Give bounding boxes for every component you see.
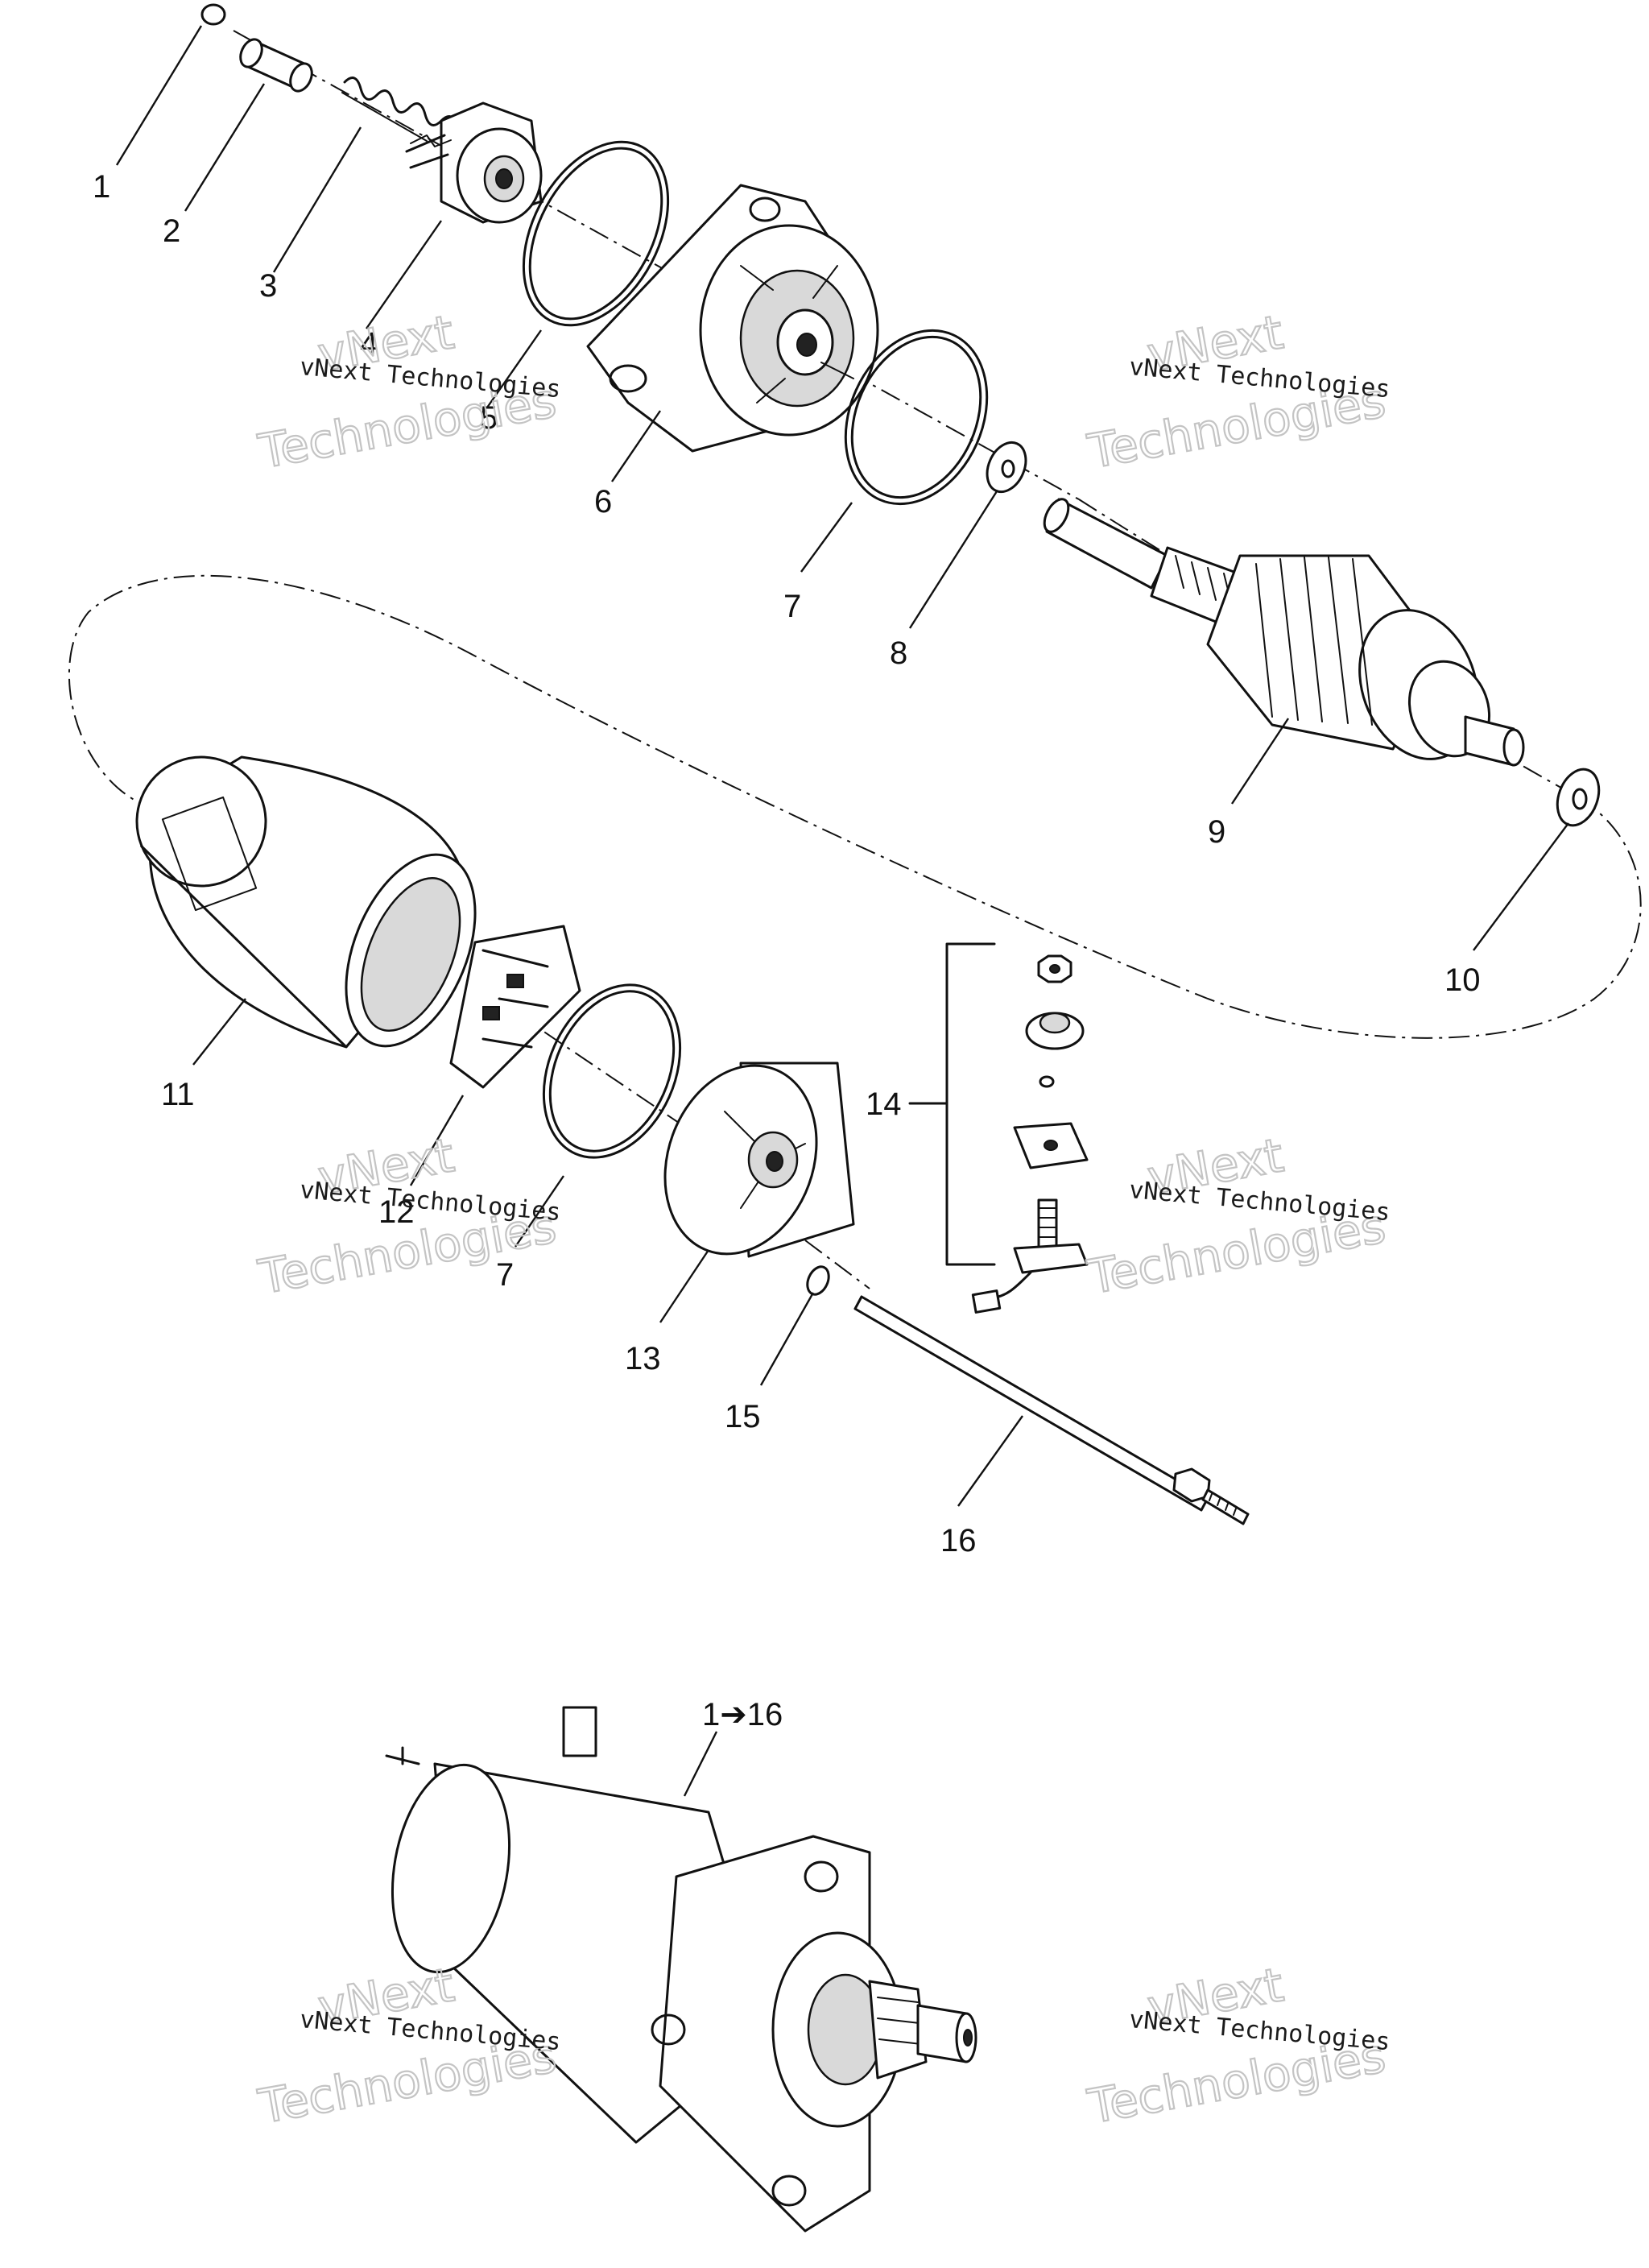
- part-7-oring-top: [844, 329, 989, 506]
- watermark-bottom-right: vNext Technologies vNext Technologies: [1083, 1956, 1391, 2135]
- leader-lines: [115, 25, 1569, 1797]
- callout-7-bottom: 7: [496, 1257, 514, 1293]
- callout-assembly: 1➔16: [702, 1697, 783, 1732]
- part-4-pinion-drive: [405, 101, 543, 224]
- part-8-washer: [986, 441, 1027, 494]
- part-10-washer: [1556, 768, 1601, 827]
- callout-11: 11: [161, 1077, 195, 1112]
- part-16-through-bolt: [853, 1295, 1250, 1525]
- part-9-armature: [1043, 498, 1525, 767]
- watermark-top-right: vNext Technologies vNext Technologies: [1083, 304, 1391, 480]
- part-12-brush-plate: [449, 925, 581, 1089]
- part-13-end-cover: [663, 1062, 855, 1258]
- callout-7-top: 7: [783, 589, 801, 624]
- part-15-oring-small: [806, 1265, 830, 1296]
- watermark-top-left: vNext Technologies vNext Technologies: [254, 304, 562, 480]
- watermark-middle-right: vNext Technologies vNext Technologies: [1083, 1127, 1391, 1306]
- callout-5: 5: [480, 400, 498, 436]
- callout-15: 15: [725, 1399, 761, 1434]
- callout-4: 4: [360, 326, 378, 362]
- callout-12: 12: [378, 1194, 415, 1230]
- callout-13: 13: [625, 1341, 661, 1376]
- part-1-ring: [200, 3, 226, 26]
- callout-3: 3: [259, 268, 277, 304]
- part-3-spring: [341, 77, 459, 142]
- assembled-starter: [385, 1706, 977, 2233]
- part-2-sleeve: [239, 38, 313, 93]
- callout-14: 14: [866, 1086, 902, 1122]
- callout-16: 16: [940, 1523, 977, 1558]
- part-14-terminal-kit: [908, 942, 1089, 1314]
- part-11-yoke: [135, 755, 477, 1049]
- callout-8: 8: [890, 635, 907, 671]
- callout-1: 1: [93, 169, 110, 205]
- callout-labels: 1 2 3 4 5 6 7 8 9 10 11 12 7 13 14 15 16…: [93, 169, 1481, 1732]
- callout-9: 9: [1208, 814, 1225, 850]
- callout-2: 2: [163, 213, 180, 249]
- part-6-drive-housing: [586, 184, 879, 453]
- part-5-oring: [522, 140, 670, 327]
- callout-10: 10: [1444, 962, 1481, 998]
- part-7-oring-bottom: [542, 983, 682, 1159]
- callout-6: 6: [594, 484, 612, 519]
